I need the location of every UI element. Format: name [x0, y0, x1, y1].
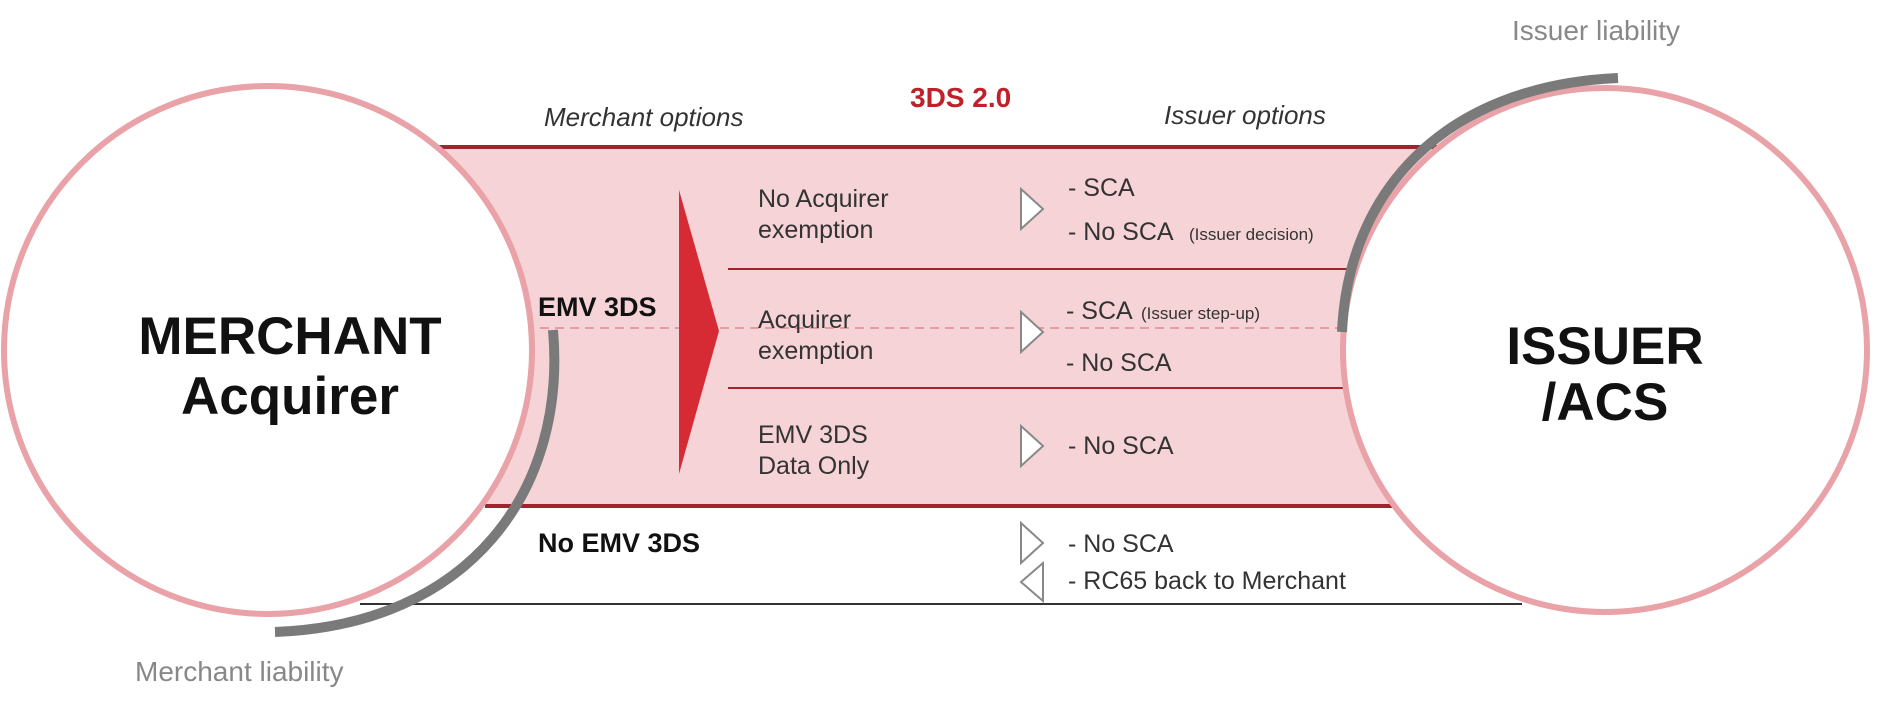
row1-outcome-1: - SCA [1068, 174, 1135, 202]
rc65-back-arrow [1019, 560, 1044, 604]
issuer-circle [1340, 85, 1870, 615]
issuer-label: ISSUER [1506, 317, 1703, 376]
emv-3ds-red-arrow [679, 190, 719, 474]
issuer-liability-label: Issuer liability [1512, 15, 1680, 46]
merchant-options-label: Merchant options [544, 102, 743, 132]
row2-outcome-2: - No SCA [1066, 349, 1172, 377]
outcome-arrow-row3 [1020, 423, 1045, 469]
acquirer-label: Acquirer [181, 367, 399, 426]
no-emv-3ds-label: No EMV 3DS [538, 528, 700, 558]
diagram-title: 3DS 2.0 [910, 82, 1011, 113]
merchant-circle [1, 83, 535, 617]
outcome-arrow-no-emv [1020, 520, 1045, 566]
acs-label: /ACS [1542, 373, 1669, 432]
row1-outcome-2-note: (Issuer decision) [1189, 225, 1314, 244]
no-emv-outcome-1: - No SCA [1068, 530, 1174, 558]
merchant-liability-arc [274, 329, 560, 637]
row3-option-line2: Data Only [758, 452, 870, 480]
row1-outcome-2: - No SCA [1068, 218, 1174, 246]
row1-option-line2: exemption [758, 216, 873, 244]
issuer-options-label: Issuer options [1164, 100, 1326, 130]
merchant-liability-label: Merchant liability [135, 656, 344, 687]
row2-outcome-1: - SCA [1066, 297, 1133, 325]
merchant-label: MERCHANT [138, 307, 441, 366]
outcome-arrow-row1 [1020, 186, 1045, 232]
emv-3ds-label: EMV 3DS [538, 292, 657, 322]
row3-outcome-1: - No SCA [1068, 432, 1174, 460]
row2-option-line1: Acquirer [758, 306, 851, 334]
outcome-arrow-row2 [1020, 309, 1045, 355]
no-emv-outcome-2: - RC65 back to Merchant [1068, 567, 1346, 595]
row2-outcome-1-note: (Issuer step-up) [1141, 304, 1260, 323]
issuer-liability-arc [1337, 73, 1619, 333]
row1-option-line1: No Acquirer [758, 185, 889, 213]
row2-option-line2: exemption [758, 337, 873, 365]
row3-option-line1: EMV 3DS [758, 421, 868, 449]
